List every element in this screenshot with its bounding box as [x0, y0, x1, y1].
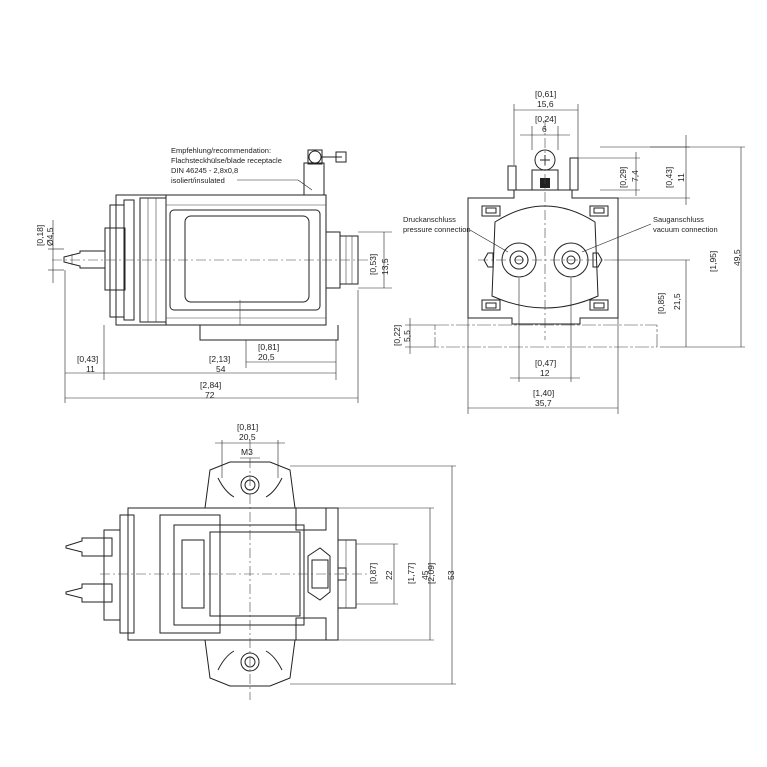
note-line-4: isoliert/insulated: [171, 176, 225, 185]
dim-209: [2,09]: [426, 563, 436, 584]
dim-22: 22: [384, 570, 394, 580]
side-view: Empfehlung/recommendation: Flachsteckhül…: [35, 146, 392, 403]
dim-085: [0,85]: [656, 293, 666, 314]
dim-053: [0,53]: [368, 254, 378, 275]
dim-205-top: 20,5: [239, 432, 256, 442]
dim-m3: M3: [241, 447, 253, 457]
dim-087: [0,87]: [368, 563, 378, 584]
dim-205-side: 20,5: [258, 352, 275, 362]
dim-11-side: 11: [86, 364, 95, 374]
dim-53: 53: [446, 570, 456, 580]
dim-12: 12: [540, 368, 550, 378]
dim-140: [1,40]: [533, 388, 554, 398]
note-line-1: Empfehlung/recommendation:: [171, 146, 271, 155]
dim-6: 6: [542, 124, 547, 134]
dim-177: [1,77]: [406, 563, 416, 584]
dim-215: 21,5: [672, 293, 682, 310]
dim-213: [2,13]: [209, 354, 230, 364]
top-view: [0,81] 20,5 M3 [0,87] 22 [1,77] 45 [2,09…: [65, 422, 456, 700]
dim-043-front: [0,43]: [664, 167, 674, 188]
dim-029: [0,29]: [618, 167, 628, 188]
dim-156: 15,6: [537, 99, 554, 109]
vacuum-label-de: Sauganschluss: [653, 215, 704, 224]
pressure-label-de: Druckanschluss: [403, 215, 456, 224]
dim-081-top: [0,81]: [237, 422, 258, 432]
dim-72: 72: [205, 390, 215, 400]
dim-54: 54: [216, 364, 226, 374]
dim-135: 13,5: [380, 258, 390, 275]
note-line-2: Flachsteckhülse/blade receptacle: [171, 156, 282, 165]
pressure-label-en: pressure connection: [403, 225, 471, 234]
dim-024: [0,24]: [535, 114, 556, 124]
dim-043-side: [0,43]: [77, 354, 98, 364]
dim-022: [0,22]: [392, 325, 402, 346]
note-line-3: DIN 46245 - 2,8x0,8: [171, 166, 238, 175]
dim-74: 7,4: [630, 170, 640, 182]
dim-047: [0,47]: [535, 358, 556, 368]
dim-195: [1,95]: [708, 251, 718, 272]
dim-357: 35,7: [535, 398, 552, 408]
dim-45: 45: [420, 570, 430, 580]
dim-55: 5,5: [402, 330, 412, 342]
dim-d45: Ø4,5: [45, 227, 55, 246]
dim-495: 49,5: [732, 249, 742, 266]
dim-081-side: [0,81]: [258, 342, 279, 352]
dim-284: [2,84]: [200, 380, 221, 390]
dim-018: [0,18]: [35, 225, 45, 246]
dim-11-front: 11: [676, 173, 686, 182]
front-view: Druckanschluss pressure connection Sauga…: [392, 89, 745, 414]
dim-061: [0,61]: [535, 89, 556, 99]
vacuum-label-en: vacuum connection: [653, 225, 718, 234]
